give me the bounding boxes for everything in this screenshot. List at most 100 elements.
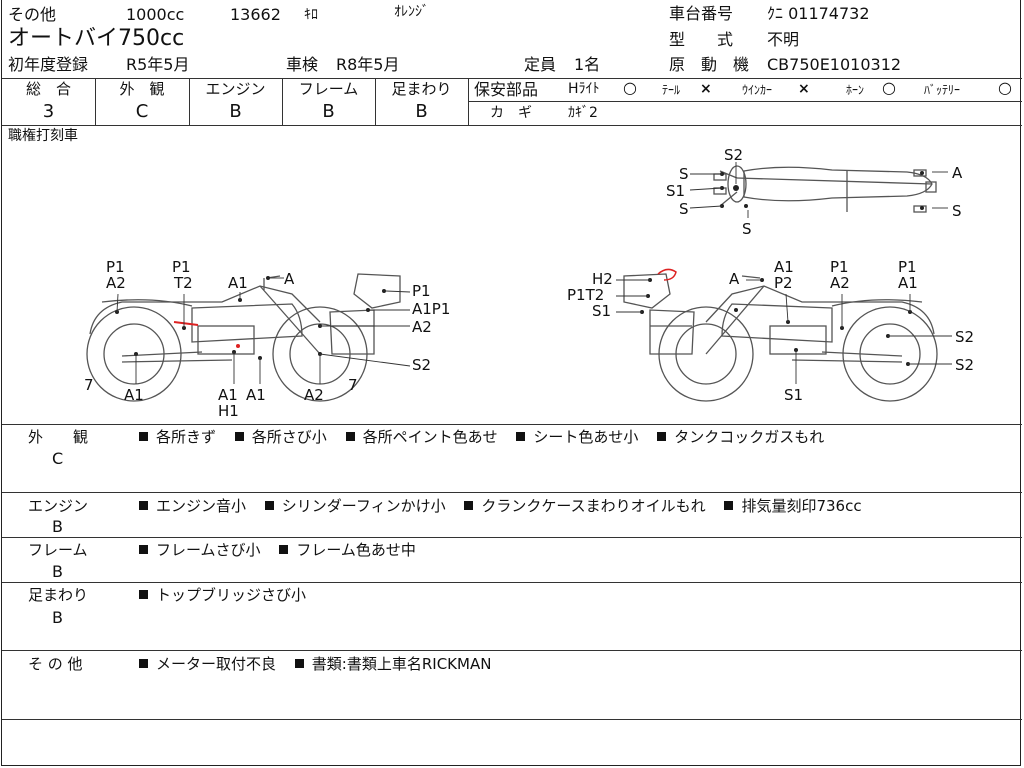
- capacity-label: 定員: [524, 55, 557, 74]
- headlight-label: Hﾗｲﾄ: [568, 81, 600, 97]
- left-label: A1: [218, 386, 238, 404]
- top-label: S: [742, 220, 752, 238]
- exterior-label: 外 観: [119, 80, 165, 98]
- key-count: ｶｷﾞ2: [568, 105, 598, 121]
- remarks-label: 外 観: [28, 428, 89, 446]
- winker-status: ×: [798, 81, 810, 97]
- left-label: A1P1: [412, 300, 450, 318]
- remarks-items: トップブリッジさび小: [139, 588, 306, 603]
- tail-label: ﾃｰﾙ: [662, 83, 681, 97]
- right-side-view: [623, 273, 938, 402]
- headlight-status: ○: [623, 78, 637, 97]
- top-label: S2: [724, 146, 743, 164]
- right-label: S1: [592, 302, 611, 320]
- grades-top-line: [2, 78, 1022, 79]
- remarks-grade: B: [52, 517, 63, 536]
- engine-no: CB750E1010312: [767, 55, 902, 74]
- battery-label: ﾊﾞｯﾃﾘｰ: [924, 83, 961, 97]
- left-label: A1: [228, 274, 248, 292]
- remarks-items: フレームさび小 フレーム色あせ中: [139, 543, 416, 558]
- remarks-label: 足まわり: [28, 586, 89, 604]
- suspension-grade: B: [415, 101, 428, 122]
- stamp-note: 職権打刻車: [8, 128, 78, 144]
- top-label: S: [679, 200, 689, 218]
- right-label: P1T2: [567, 286, 604, 304]
- category: その他: [8, 5, 57, 24]
- top-label: S1: [666, 182, 685, 200]
- inspection: R8年5月: [336, 55, 400, 74]
- right-label: P1: [830, 258, 849, 276]
- left-label: S2: [412, 356, 431, 374]
- left-label: A1: [124, 386, 144, 404]
- inspection-label: 車検: [286, 55, 319, 74]
- key-label: カ ギ: [490, 105, 532, 121]
- top-label: S: [952, 202, 962, 220]
- mileage-unit: ｷﾛ: [304, 7, 318, 23]
- engine-grade-label: エンジン: [205, 80, 266, 98]
- vehicle-type: オートバイ750cc: [8, 26, 185, 51]
- remarks-items: 各所きず 各所さび小 各所ペイント色あせ シート色あせ小 タンクコックガスもれ: [139, 430, 824, 445]
- left-label: A2: [304, 386, 324, 404]
- mileage: 13662: [230, 5, 281, 24]
- right-label: A1: [774, 258, 794, 276]
- first-registration-label: 初年度登録: [8, 55, 89, 74]
- left-side-view: [86, 273, 401, 402]
- left-label: P1: [412, 282, 431, 300]
- top-view-outline: [713, 165, 937, 213]
- damage-diagram: S2 S S1 S S A S P1 A2 P1 T2 A1 A P1 A1P1…: [84, 146, 974, 420]
- suspension-grade-label: 足まわり: [391, 80, 452, 98]
- right-label: S2: [955, 356, 974, 374]
- remarks-grade: B: [52, 608, 63, 627]
- horn-label: ﾎｰﾝ: [846, 83, 865, 97]
- remarks-items: メーター取付不良 書類:書類上車名RICKMAN: [139, 657, 491, 672]
- left-label: T2: [173, 274, 193, 292]
- first-registration: R5年5月: [126, 55, 190, 74]
- frame-grade: B: [322, 101, 335, 122]
- left-label: A2: [106, 274, 126, 292]
- top-label: A: [952, 164, 963, 182]
- capacity: 1名: [574, 55, 601, 74]
- battery-status: ○: [998, 78, 1012, 97]
- overall-label: 総 合: [25, 80, 71, 98]
- right-label: A2: [830, 274, 850, 292]
- model: 不明: [767, 30, 800, 49]
- frame-no: ｸﾆ 01174732: [767, 4, 870, 23]
- frame-no-label: 車台番号: [669, 4, 734, 23]
- overall-grade: 3: [42, 101, 55, 122]
- remarks-items: エンジン音小 シリンダーフィンかけ小 クランクケースまわりオイルもれ 排気量刻印…: [139, 499, 862, 514]
- left-label: P1: [106, 258, 125, 276]
- grades-bottom-line: [2, 125, 1022, 126]
- horn-status: ○: [882, 78, 896, 97]
- remarks-grade: C: [52, 449, 64, 468]
- left-label: A1: [246, 386, 266, 404]
- displacement: 1000cc: [126, 5, 185, 24]
- right-label: A: [729, 270, 740, 288]
- left-label: 7: [84, 376, 94, 394]
- left-label: A: [284, 270, 295, 288]
- model-label: 型 式: [669, 30, 734, 49]
- remarks-label: エンジン: [28, 497, 89, 515]
- safety-label: 保安部品: [474, 80, 539, 99]
- left-label: P1: [172, 258, 191, 276]
- right-label: S2: [955, 328, 974, 346]
- exterior-grade: C: [135, 101, 149, 122]
- remarks-grade: B: [52, 562, 63, 581]
- right-label: P2: [774, 274, 793, 292]
- color: ｵﾚﾝｼﾞ: [394, 4, 429, 20]
- remarks-label: フレーム: [28, 541, 88, 559]
- tail-status: ×: [700, 81, 712, 97]
- top-label: S: [679, 165, 689, 183]
- right-label: P1: [898, 258, 917, 276]
- right-label: H2: [592, 270, 613, 288]
- winker-label: ｳｲﾝｶｰ: [742, 83, 773, 97]
- frame-grade-label: フレーム: [298, 80, 359, 98]
- left-label: 7: [348, 376, 358, 394]
- right-label: S1: [784, 386, 803, 404]
- engine-no-label: 原 動 機: [669, 55, 750, 74]
- safety-mid-line: [468, 101, 1022, 102]
- left-label: A2: [412, 318, 432, 336]
- remarks-label: そ の 他: [28, 655, 83, 673]
- engine-grade: B: [229, 101, 242, 122]
- left-label: H1: [218, 402, 239, 420]
